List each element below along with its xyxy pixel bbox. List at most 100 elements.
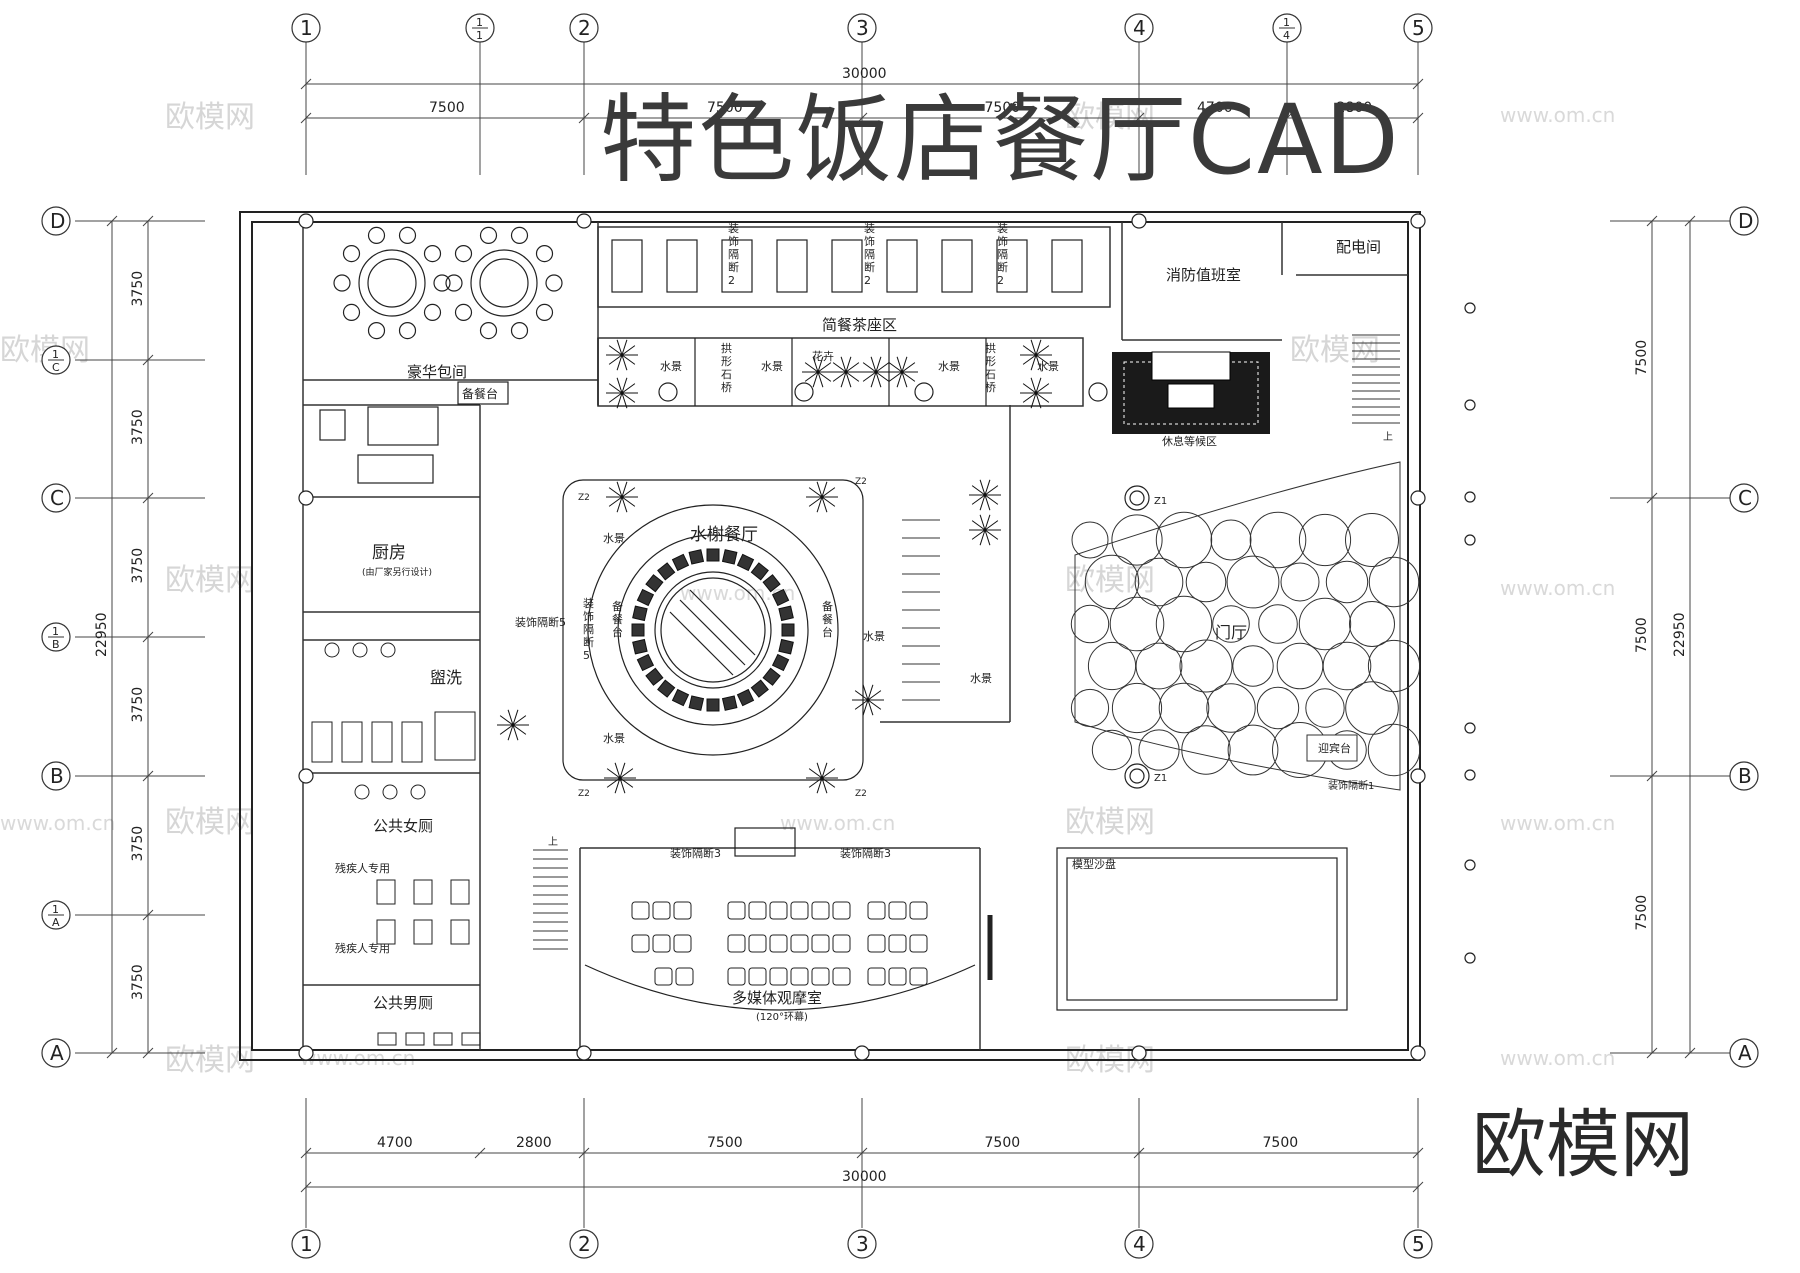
lobby-circle-2 xyxy=(1155,511,1213,569)
svg-text:C: C xyxy=(1738,486,1752,510)
label-disabled-1: 残疾人专用 xyxy=(335,861,390,875)
dim-right-total-tick-1 xyxy=(1684,1047,1696,1059)
seat-935-1-0 xyxy=(727,934,746,953)
pavilion-chairs xyxy=(631,548,795,712)
lobby-circle-22 xyxy=(1135,642,1183,690)
label-service-station-2-1: 餐 xyxy=(612,612,623,626)
table-chair-0-1 xyxy=(423,303,442,321)
axis-bubble-bottom-3: 4 xyxy=(1124,1229,1154,1259)
wc-1-2 xyxy=(450,919,470,945)
dim-bottom-total-tick-0 xyxy=(300,1181,312,1193)
svg-text:4: 4 xyxy=(1283,29,1290,42)
media-room-seats xyxy=(631,901,928,986)
label-column-z1b: Z1 xyxy=(1154,773,1167,784)
toilet-stall-0 xyxy=(311,721,333,763)
facade-column-3 xyxy=(1464,534,1476,546)
urinal-1 xyxy=(405,1032,425,1046)
axis-bubble-top-1: 11 xyxy=(465,13,495,43)
lobby-circle-35 xyxy=(1091,729,1133,771)
lobby-circle-25 xyxy=(1276,642,1324,690)
water-fountain-0 xyxy=(658,382,678,402)
seat-968-1-5 xyxy=(832,967,851,986)
lobby-circle-34 xyxy=(1345,681,1399,735)
svg-text:B: B xyxy=(52,638,60,651)
booth-table-4 xyxy=(831,239,863,293)
label-water-7: 水景 xyxy=(938,360,960,373)
dim-bottom-seg-label-1: 2800 xyxy=(516,1135,552,1151)
svg-text:C: C xyxy=(50,486,64,510)
dim-top-seg-tick-5 xyxy=(1412,112,1424,124)
lobby-circle-3 xyxy=(1210,519,1252,561)
label-partition-1: 装饰隔断1 xyxy=(1328,779,1374,792)
dim-left-seg-tick-6 xyxy=(142,1047,154,1059)
armchair xyxy=(319,409,346,441)
facade-column-6 xyxy=(1464,859,1476,871)
seat-968-1-3 xyxy=(790,967,809,986)
axis-bubble-left-0: D xyxy=(41,206,71,236)
round-table-inner-0 xyxy=(367,258,417,308)
seat-935-2-2 xyxy=(909,934,928,953)
label-water-3: 水景 xyxy=(863,630,885,643)
label-pillar-z2a: Z2 xyxy=(578,493,590,503)
pavilion-chair-5 xyxy=(736,688,755,707)
dim-top-total-label: 30000 xyxy=(842,66,887,82)
sofa-table xyxy=(367,406,439,446)
plant-13 xyxy=(806,762,838,794)
axis-bubble-top-5: 14 xyxy=(1272,13,1302,43)
pavilion-chair-15 xyxy=(632,605,648,622)
pavilion-chair-3 xyxy=(762,667,781,686)
seat-968-1-2 xyxy=(769,967,788,986)
svg-text:4: 4 xyxy=(1133,16,1146,40)
seat-935-2-0 xyxy=(867,934,886,953)
label-service-station-2-0: 备 xyxy=(612,599,623,613)
seat-902-0-2 xyxy=(673,901,692,920)
lobby-circle-14 xyxy=(1070,604,1110,644)
column-10 xyxy=(1131,1045,1147,1061)
svg-text:1: 1 xyxy=(52,348,59,361)
plant-0 xyxy=(606,339,638,371)
svg-text:4: 4 xyxy=(1133,1232,1146,1256)
pavilion-chair-12 xyxy=(636,653,655,672)
svg-text:1: 1 xyxy=(1283,16,1290,29)
table-chair-1-1 xyxy=(535,303,554,321)
watermark-url-3: www.om.cn xyxy=(0,811,115,835)
label-disabled-2: 残疾人专用 xyxy=(335,941,390,955)
label-arch-bridge-b-1: 形 xyxy=(985,355,996,368)
wc-0-0 xyxy=(376,879,396,905)
lobby-circle-28 xyxy=(1070,688,1110,728)
axis-bubble-top-2: 2 xyxy=(569,13,599,43)
axis-bubble-right-0: D xyxy=(1729,206,1759,236)
pavilion-chair-22 xyxy=(721,549,738,565)
column-12 xyxy=(1410,213,1426,229)
lobby-circle-30 xyxy=(1158,682,1210,734)
label-lobby: 门厅 xyxy=(1215,623,1247,642)
facade-column-7 xyxy=(1464,952,1476,964)
booth-table-6 xyxy=(941,239,973,293)
label-partition-5b-3: 断 xyxy=(583,635,594,649)
seat-902-0-1 xyxy=(652,901,671,920)
pavilion-chair-2 xyxy=(771,653,790,672)
label-service-station-3-0: 备 xyxy=(822,599,833,613)
wc-0-1 xyxy=(413,879,433,905)
svg-text:1: 1 xyxy=(476,29,483,42)
dim-top-seg-label-3: 4700 xyxy=(1197,100,1233,116)
label-kitchen-note: (由厂家另行设计) xyxy=(362,566,432,578)
axis-bubble-bottom-4: 5 xyxy=(1403,1229,1433,1259)
column-2 xyxy=(1131,213,1147,229)
seat-968-1-0 xyxy=(727,967,746,986)
dim-top-seg-tick-3 xyxy=(1133,112,1145,124)
lobby-floor-pattern xyxy=(1070,461,1421,791)
lobby-circle-21 xyxy=(1087,641,1137,691)
table-chair-0-6 xyxy=(342,245,361,263)
seat-935-1-2 xyxy=(769,934,788,953)
label-men-wc: 公共男厕 xyxy=(373,994,433,1012)
lobby-circle-12 xyxy=(1325,560,1369,604)
plant-8 xyxy=(606,481,638,513)
pavilion-chair-7 xyxy=(706,698,720,712)
svg-text:A: A xyxy=(50,1041,64,1065)
watermark-url-7: www.om.cn xyxy=(1500,1046,1615,1070)
plant-11 xyxy=(497,709,529,741)
plant-5 xyxy=(886,356,918,388)
